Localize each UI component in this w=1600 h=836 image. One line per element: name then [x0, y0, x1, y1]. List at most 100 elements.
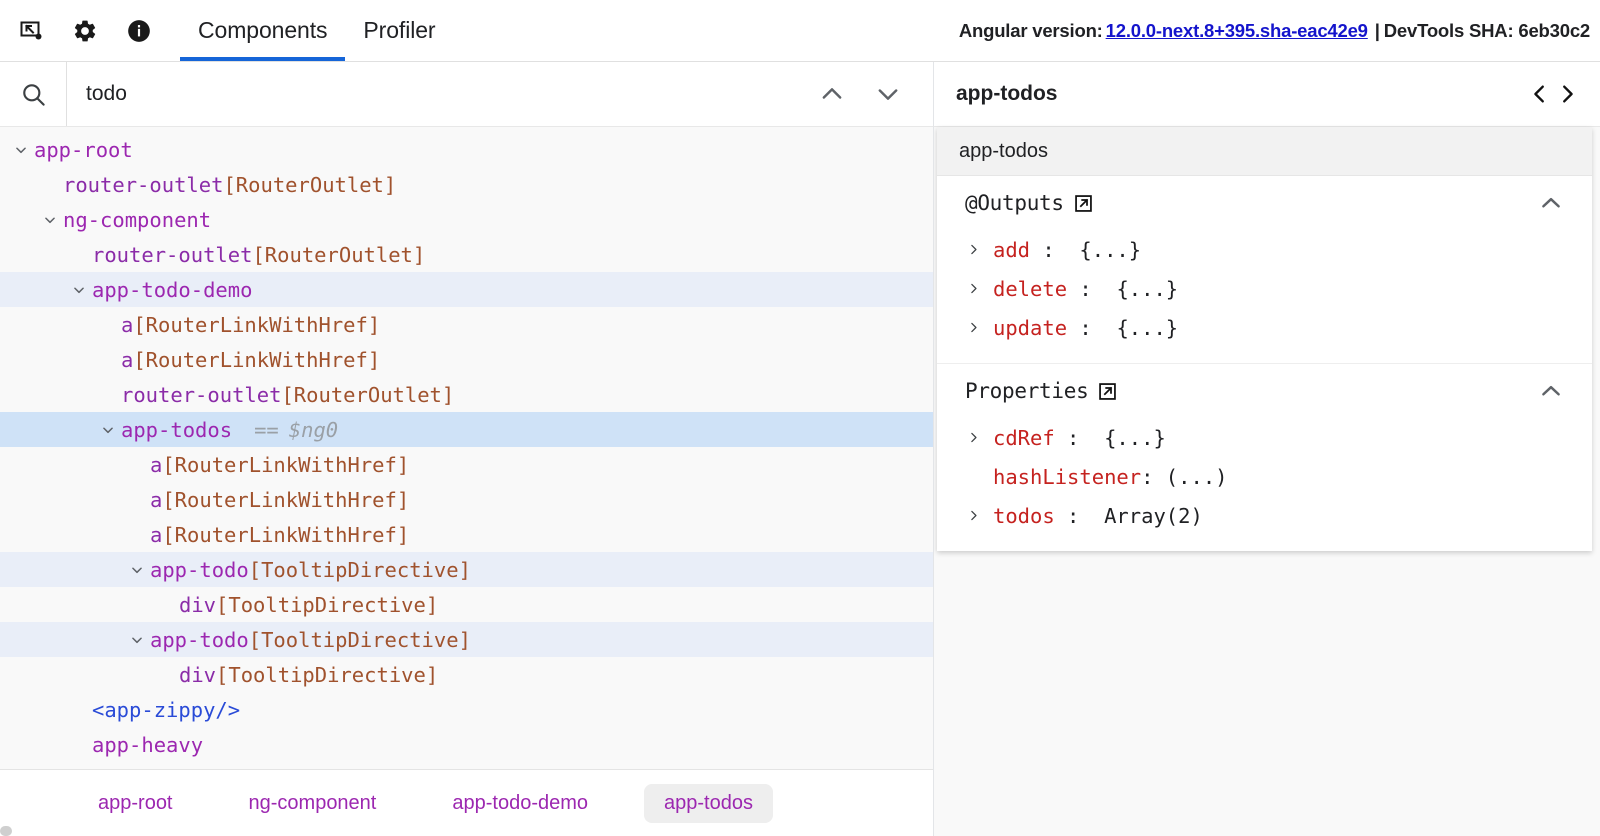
- version-info: Angular version: 12.0.0-next.8+395.sha-e…: [959, 0, 1600, 61]
- tree-node-name: app-root: [34, 137, 133, 162]
- tree-row[interactable]: router-outlet[RouterOutlet]: [0, 167, 933, 202]
- breadcrumb-item-app-todo-demo[interactable]: app-todo-demo: [452, 791, 589, 814]
- chevron-down-icon[interactable]: [99, 423, 117, 437]
- property-row[interactable]: cdRef : {...}: [937, 418, 1592, 457]
- chevron-right-icon[interactable]: [967, 509, 993, 522]
- view-source-next-icon[interactable]: [1556, 79, 1578, 109]
- property-row[interactable]: todos : Array(2): [937, 496, 1592, 535]
- tab-profiler[interactable]: Profiler: [345, 0, 453, 61]
- property-row[interactable]: delete : {...}: [937, 269, 1592, 308]
- chevron-down-icon[interactable]: [41, 213, 59, 227]
- breadcrumb-item-ng-component[interactable]: ng-component: [248, 791, 377, 814]
- search-prev-icon[interactable]: [817, 79, 847, 109]
- properties-subheader-label: app-todos: [959, 139, 1048, 162]
- view-source-prev-icon[interactable]: [1529, 79, 1551, 109]
- tree-row[interactable]: div[TooltipDirective]: [0, 587, 933, 622]
- property-separator: :: [1054, 503, 1105, 528]
- gear-icon[interactable]: [70, 16, 100, 46]
- property-key: delete: [993, 276, 1068, 301]
- toolbar-tabs: Components Profiler: [180, 0, 453, 61]
- tree-row[interactable]: ng-component: [0, 202, 933, 237]
- property-separator: :: [1067, 315, 1117, 340]
- tree-row[interactable]: a[RouterLinkWithHref]: [0, 517, 933, 552]
- property-separator: :: [1030, 237, 1080, 262]
- section-title: Properties: [965, 379, 1089, 403]
- property-separator: :: [1141, 464, 1166, 489]
- angular-version-link[interactable]: 12.0.0-next.8+395.sha-eac42e9: [1105, 19, 1368, 41]
- tree-row[interactable]: app-root: [0, 132, 933, 167]
- tree-row[interactable]: <app-zippy/>: [0, 692, 933, 727]
- tree-node-name: app-heavy: [92, 732, 204, 757]
- search-input[interactable]: [67, 81, 817, 107]
- tree-row[interactable]: app-heavy: [0, 727, 933, 762]
- tree-node-directive: [RouterLinkWithHref]: [162, 522, 410, 547]
- tree-row[interactable]: app-todos == $ng0: [0, 412, 933, 447]
- tree-node-name: app-todo: [150, 557, 249, 582]
- chevron-down-icon[interactable]: [128, 563, 146, 577]
- tree-row[interactable]: a[RouterLinkWithHref]: [0, 342, 933, 377]
- property-value: {...}: [1116, 276, 1179, 301]
- tree-node-name: app-todo: [150, 627, 249, 652]
- tree-node-name: ng-component: [63, 207, 212, 232]
- chevron-down-icon[interactable]: [128, 633, 146, 647]
- properties-title: app-todos: [956, 82, 1058, 105]
- tree-row[interactable]: app-todo[TooltipDirective]: [0, 552, 933, 587]
- chevron-right-icon[interactable]: [967, 431, 993, 444]
- tree-row[interactable]: app-todo-demo: [0, 272, 933, 307]
- chevron-right-icon[interactable]: [967, 243, 993, 256]
- devtools-sha-label: DevTools SHA: 6eb30c2: [1383, 19, 1590, 41]
- component-tree[interactable]: app-root router-outlet[RouterOutlet] ng-co…: [0, 127, 933, 769]
- breadcrumb-item-app-root[interactable]: app-root: [98, 791, 173, 814]
- property-row[interactable]: update : {...}: [937, 308, 1592, 347]
- tree-node-directive: [RouterOutlet]: [281, 382, 455, 407]
- chevron-down-icon[interactable]: [70, 283, 88, 297]
- tree-node-console-ref: $ng0: [288, 417, 339, 442]
- section-body: cdRef : {...}hashListener: (...)todos : …: [937, 418, 1592, 551]
- tree-row[interactable]: app-todo[TooltipDirective]: [0, 622, 933, 657]
- chevron-up-icon[interactable]: [1538, 190, 1564, 216]
- tree-node-equals: ==: [254, 417, 279, 442]
- chevron-up-icon[interactable]: [1538, 378, 1564, 404]
- tab-components-label: Components: [198, 17, 328, 43]
- search-icon[interactable]: [0, 81, 66, 108]
- search-navigation: [817, 79, 933, 109]
- chevron-right-icon[interactable]: [967, 282, 993, 295]
- open-external-icon[interactable]: [1097, 381, 1118, 402]
- tree-node-name: a: [121, 312, 134, 337]
- tree-row[interactable]: a[RouterLinkWithHref]: [0, 482, 933, 517]
- tree-row[interactable]: router-outlet[RouterOutlet]: [0, 377, 933, 412]
- tab-profiler-label: Profiler: [363, 17, 436, 43]
- chevron-down-icon[interactable]: [12, 143, 30, 157]
- search-next-icon[interactable]: [873, 79, 903, 109]
- tree-node-name: a: [150, 487, 163, 512]
- properties-header-actions: [1529, 79, 1578, 109]
- property-value: (...): [1165, 464, 1228, 489]
- info-icon[interactable]: [124, 16, 154, 46]
- property-key: todos: [993, 503, 1055, 528]
- search-divider: [66, 62, 67, 126]
- section-body: add : {...}delete : {...}update : {...}: [937, 230, 1592, 363]
- open-external-icon[interactable]: [1073, 193, 1094, 214]
- property-value: {...}: [1104, 425, 1166, 450]
- chevron-right-icon[interactable]: [967, 321, 993, 334]
- tree-node-directive: [TooltipDirective]: [248, 557, 471, 582]
- tree-row[interactable]: a[RouterLinkWithHref]: [0, 447, 933, 482]
- scrollbar-thumb[interactable]: [0, 826, 12, 836]
- section-header[interactable]: Properties: [937, 364, 1592, 418]
- tree-row[interactable]: router-outlet[RouterOutlet]: [0, 237, 933, 272]
- property-separator: :: [1054, 425, 1105, 450]
- breadcrumb-item-app-todos[interactable]: app-todos: [644, 783, 773, 823]
- tab-components[interactable]: Components: [180, 0, 346, 61]
- tree-node-directive: [RouterOutlet]: [252, 242, 426, 267]
- property-row[interactable]: add : {...}: [937, 230, 1592, 269]
- inspect-element-icon[interactable]: [16, 16, 46, 46]
- tree-row[interactable]: a[RouterLinkWithHref]: [0, 307, 933, 342]
- tree-node-directive: [RouterLinkWithHref]: [133, 312, 381, 337]
- tree-node-name: app-todos: [121, 417, 233, 442]
- property-row[interactable]: hashListener: (...): [937, 457, 1592, 496]
- section-header[interactable]: @Outputs: [937, 176, 1592, 230]
- tree-row[interactable]: div[TooltipDirective]: [0, 657, 933, 692]
